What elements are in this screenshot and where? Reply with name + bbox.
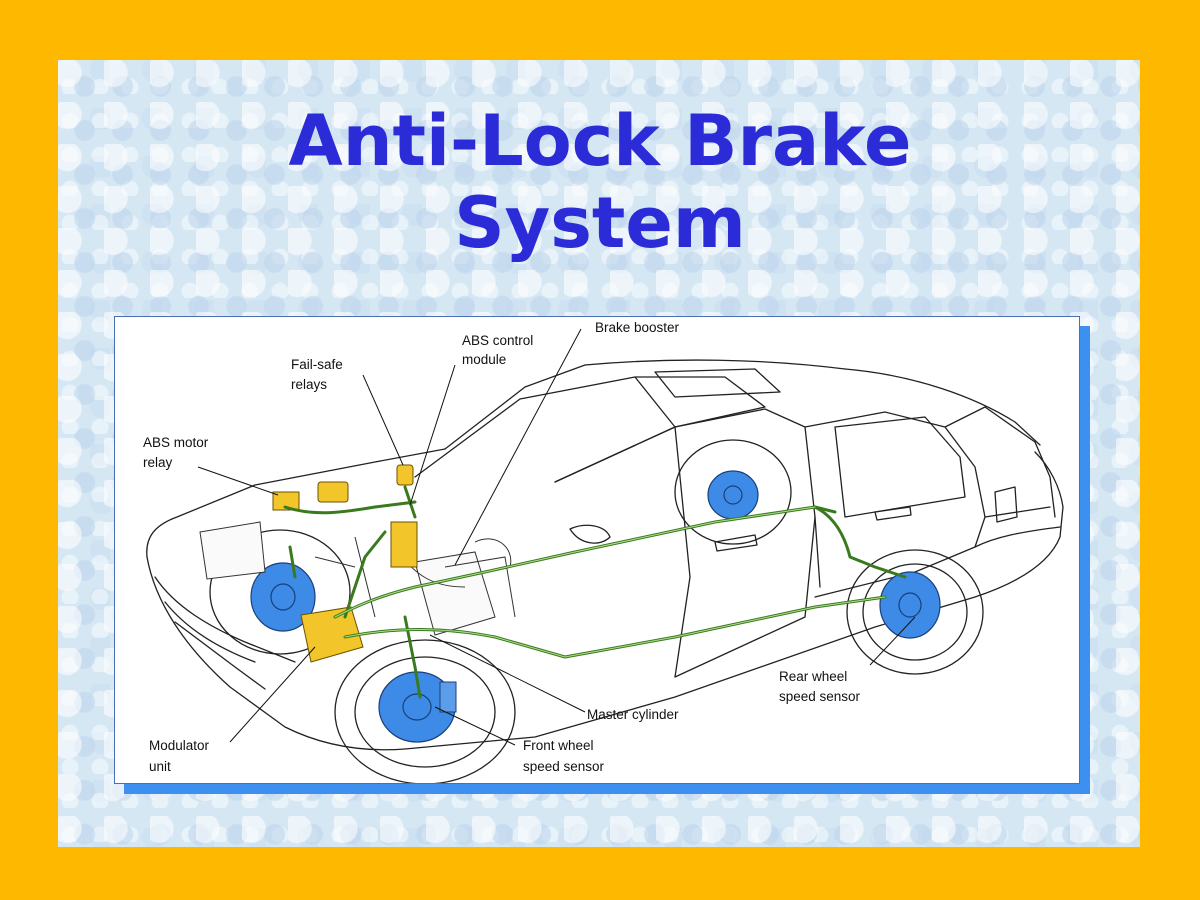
- leader-lines: [197, 328, 916, 746]
- brake-lines-highlight: [334, 506, 886, 658]
- car-body: [146, 359, 1064, 751]
- label-rear-wheel-speed-sensor-line2: speed sensor: [779, 689, 861, 704]
- abs-motor-relay-icon: [272, 491, 300, 511]
- label-front-wheel-speed-sensor-line1: Front wheel: [523, 738, 594, 753]
- title-line-2: System: [454, 182, 746, 264]
- reservoir-icon: [317, 481, 349, 503]
- brake-lines: [283, 485, 907, 699]
- brake-discs: [250, 470, 941, 743]
- label-fail-safe-relays-line1: Fail-safe: [291, 357, 343, 372]
- fail-safe-relays-icon: [396, 464, 414, 486]
- label-master-cylinder: Master cylinder: [587, 707, 679, 722]
- car-illustration: Brake booster ABS control module Fail-sa…: [143, 320, 1064, 783]
- abs-control-module-icon: [390, 521, 418, 568]
- label-rear-wheel-speed-sensor-line1: Rear wheel: [779, 669, 847, 684]
- abs-components: [272, 464, 418, 663]
- label-abs-motor-relay-line1: ABS motor: [143, 435, 209, 450]
- label-front-wheel-speed-sensor-line2: speed sensor: [523, 759, 605, 774]
- label-modulator-unit-line1: Modulator: [149, 738, 210, 753]
- label-abs-motor-relay-line2: relay: [143, 455, 173, 470]
- label-fail-safe-relays-line2: relays: [291, 377, 327, 392]
- front-left-brake-disc-icon: [250, 562, 316, 632]
- engine-bay: [199, 521, 516, 636]
- rear-left-brake-disc-icon: [707, 470, 759, 520]
- front-right-brake-disc-icon: [378, 671, 457, 743]
- label-abs-control-module-line1: ABS control: [462, 333, 533, 348]
- abs-diagram: Brake booster ABS control module Fail-sa…: [114, 316, 1080, 784]
- title-line-1: Anti-Lock Brake: [288, 100, 912, 182]
- label-abs-control-module-line2: module: [462, 352, 506, 367]
- label-brake-booster: Brake booster: [595, 320, 680, 335]
- rear-right-brake-disc-icon: [879, 571, 941, 639]
- wheels: [209, 439, 984, 783]
- label-modulator-unit-line2: unit: [149, 759, 171, 774]
- slide-title: Anti-Lock Brake System: [0, 100, 1200, 264]
- modulator-unit-icon: [300, 606, 364, 663]
